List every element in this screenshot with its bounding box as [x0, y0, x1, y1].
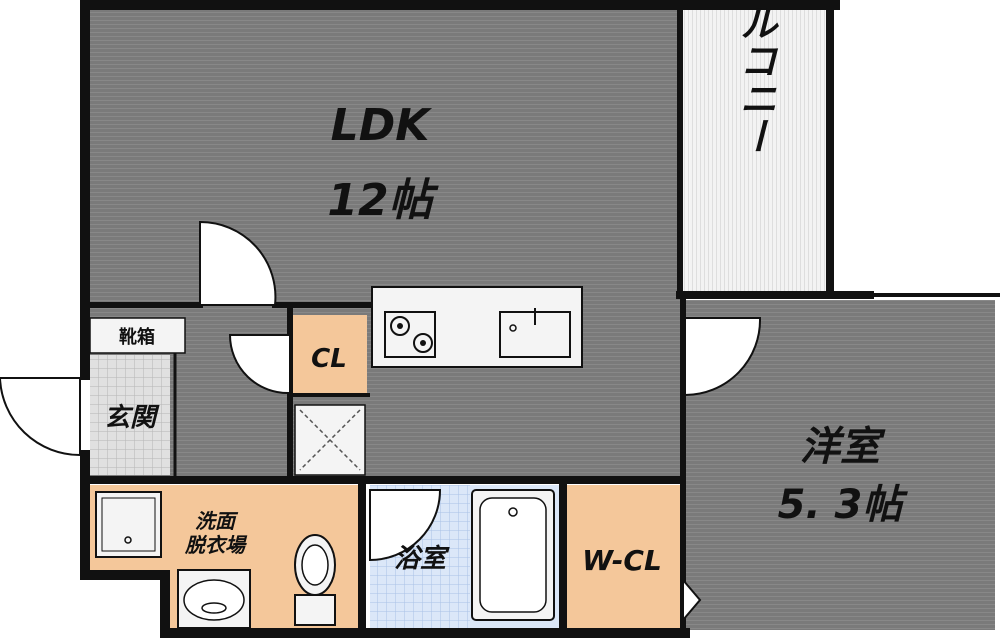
shower-cross [299, 409, 361, 471]
toilet [294, 534, 336, 626]
washing-machine-pan [95, 491, 162, 558]
closet-area [292, 315, 367, 395]
closet-door [228, 334, 291, 395]
bath-label: 浴室 [394, 544, 450, 574]
ldk-door [199, 220, 277, 306]
washroom-notch [90, 575, 170, 635]
shoe-box-label: 靴箱 [119, 326, 155, 348]
ldk-size-label: 12帖 [327, 175, 439, 226]
entrance-label: 玄関 [104, 403, 160, 433]
closet-label: CL [311, 344, 347, 374]
ldk-label: LDK [331, 100, 433, 151]
wcl-area [565, 485, 680, 630]
kitchen-counter [371, 286, 583, 368]
western-room-label: 洋室 [800, 424, 886, 470]
bathtub [471, 489, 555, 621]
balcony-label: バルコニー [733, 0, 777, 155]
doors [0, 220, 762, 623]
wash-basin [177, 569, 251, 629]
walls [80, 0, 1000, 638]
western-door [684, 317, 762, 397]
entrance-door [0, 377, 81, 457]
balcony-area [680, 10, 830, 295]
washroom-label-1: 洗面 [195, 509, 239, 533]
washroom-label-2: 脱衣場 [184, 533, 248, 557]
wcl-door [682, 577, 702, 623]
wcl-label: W-CL [582, 544, 662, 577]
entrance-area [90, 355, 170, 475]
bath-door [369, 489, 442, 562]
western-room-size-label: 5. 3帖 [778, 482, 909, 528]
